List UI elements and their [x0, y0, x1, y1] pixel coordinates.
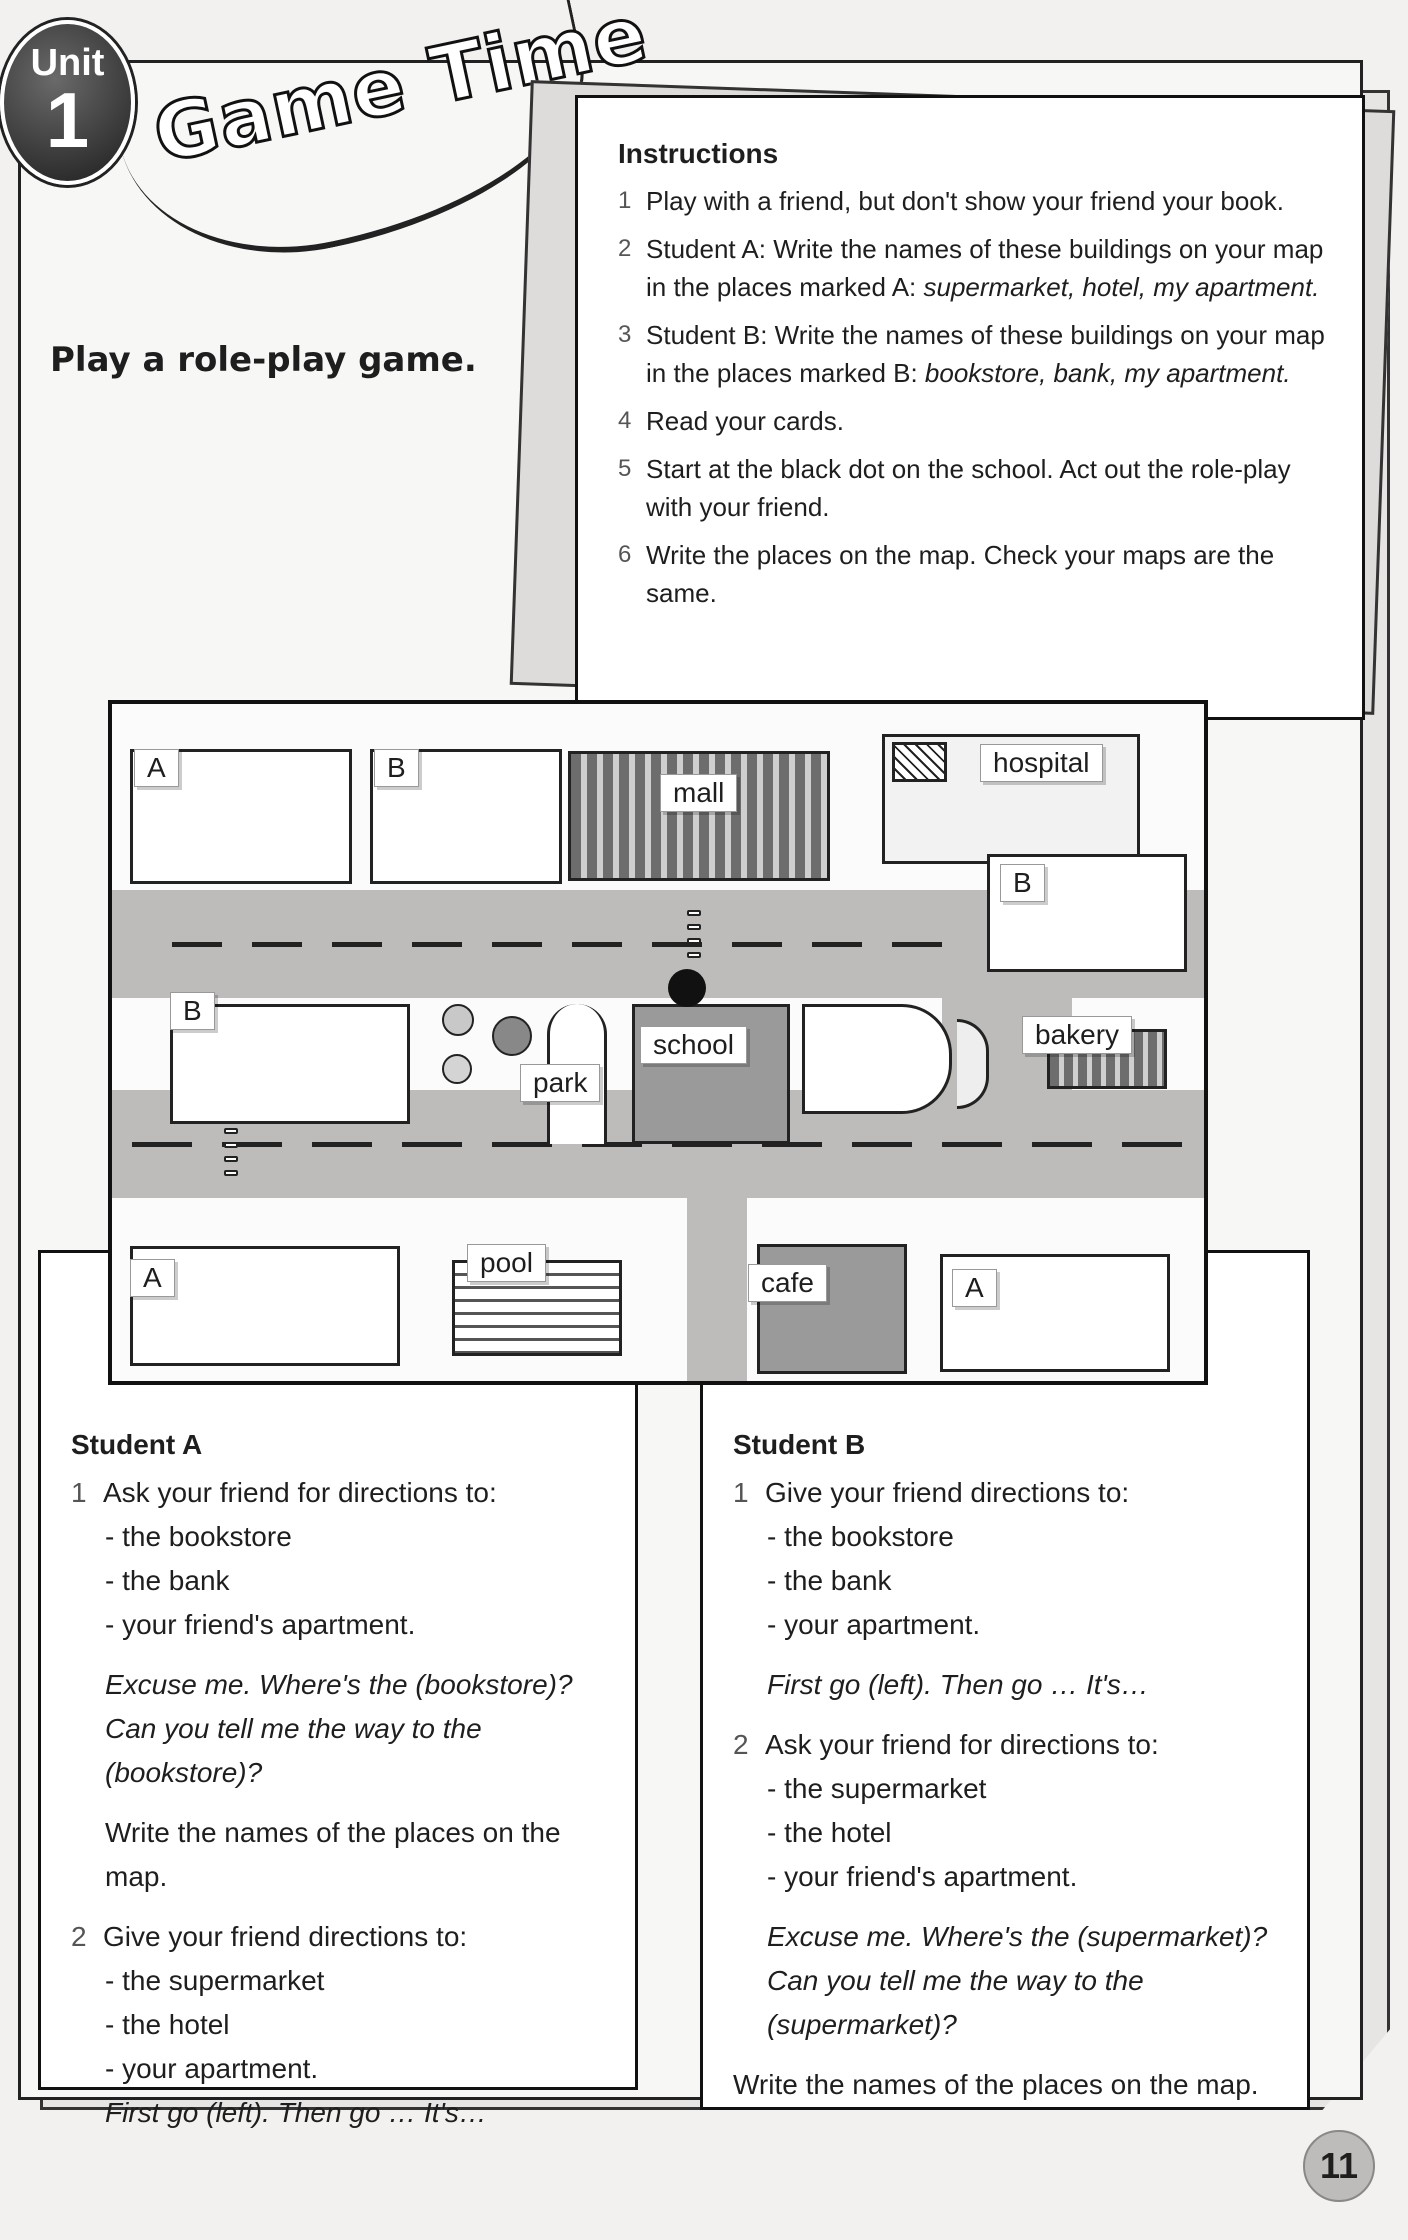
- student-a-title: Student A: [71, 1429, 203, 1460]
- mall-building: [568, 751, 830, 881]
- start-dot: [668, 969, 706, 1007]
- road-side: [687, 1198, 747, 1381]
- lot-label-a2: A: [130, 1259, 175, 1297]
- example-phrase: Can you tell me the way to the (supermar…: [767, 1965, 1144, 2040]
- instruction-item: 2 Student A: Write the names of these bu…: [618, 230, 1332, 306]
- instructions-panel: Instructions 1 Play with a friend, but d…: [575, 95, 1365, 720]
- umbrella-icon: [492, 1016, 532, 1056]
- instruction-text: Start at the black dot on the school. Ac…: [646, 454, 1291, 522]
- instruction-number: 1: [618, 187, 632, 214]
- instruction-text: Play with a friend, but don't show your …: [646, 186, 1284, 216]
- instruction-text: Student A: Write the names of these buil…: [646, 230, 1332, 306]
- instruction-number: 4: [618, 407, 632, 434]
- tree-icon: [442, 1054, 472, 1084]
- crosswalk-mark: [687, 952, 701, 958]
- task-number: 1: [733, 1477, 749, 1508]
- town-map: A B mall hospital B B park school bakery…: [108, 700, 1208, 1385]
- instruction-number: 5: [618, 455, 632, 482]
- bakery-label: bakery: [1022, 1016, 1133, 1054]
- instruction-text-main: Student B: Write the names of these buil…: [646, 320, 1325, 388]
- task-text: Ask your friend for directions to:: [765, 1729, 1159, 1760]
- task-number: 1: [71, 1477, 87, 1508]
- page-subtitle: Play a role-play game.: [50, 340, 477, 380]
- instruction-item: 3 Student B: Write the names of these bu…: [618, 316, 1332, 392]
- student-b-card: Student B 1 Give your friend directions …: [700, 1250, 1310, 2110]
- crosswalk-mark: [687, 924, 701, 930]
- hospital-label: hospital: [980, 744, 1103, 782]
- cafe-label: cafe: [748, 1264, 827, 1302]
- list-item: - the bookstore: [105, 1521, 292, 1552]
- lane-dashes-bottom: [132, 1142, 1204, 1147]
- task-text: Ask your friend for directions to:: [103, 1477, 497, 1508]
- instruction-item: 6 Write the places on the map. Check you…: [618, 536, 1332, 612]
- instruction-item: 5 Start at the black dot on the school. …: [618, 450, 1332, 526]
- instruction-text-main: Student A: Write the names of these buil…: [646, 234, 1324, 302]
- list-item: - your friend's apartment.: [767, 1861, 1078, 1892]
- task-number: 2: [71, 1921, 87, 1952]
- crosswalk-mark: [224, 1170, 238, 1176]
- example-phrase: Excuse me. Where's the (supermarket)?: [767, 1921, 1268, 1952]
- write-instruction: Write the names of the places on the map…: [733, 2069, 1259, 2100]
- unit-number: 1: [45, 76, 90, 164]
- student-b-task-1: 1 Give your friend directions to:: [733, 1471, 1287, 1515]
- write-instruction: Write the names of the places on the map…: [105, 1817, 561, 1892]
- list-item: - the hotel: [767, 1817, 892, 1848]
- lot-label-b3: B: [170, 992, 215, 1030]
- instructions-heading: Instructions: [618, 138, 779, 169]
- school-label: school: [640, 1026, 747, 1064]
- task-text: Give your friend directions to:: [765, 1477, 1130, 1508]
- instruction-item: 1 Play with a friend, but don't show you…: [618, 182, 1332, 220]
- list-item: - your friend's apartment.: [105, 1609, 416, 1640]
- crosswalk-mark: [224, 1142, 238, 1148]
- crosswalk-mark: [224, 1128, 238, 1134]
- student-b-title: Student B: [733, 1429, 866, 1460]
- example-phrase: Can you tell me the way to the (bookstor…: [105, 1713, 482, 1788]
- list-item: - the supermarket: [105, 1965, 325, 1996]
- list-item: - the bookstore: [767, 1521, 954, 1552]
- list-item: - the bank: [767, 1565, 892, 1596]
- list-item: - your apartment.: [105, 2053, 319, 2084]
- instruction-number: 6: [618, 541, 632, 568]
- tree-icon: [442, 1004, 474, 1036]
- crosswalk-mark: [224, 1156, 238, 1162]
- page-number: 11: [1303, 2130, 1375, 2202]
- instruction-text-italic: bookstore, bank, my apartment.: [924, 358, 1291, 388]
- lane-dashes-top: [172, 942, 952, 947]
- instruction-item: 4 Read your cards.: [618, 402, 1332, 440]
- instruction-number: 3: [618, 321, 632, 348]
- lot-label-a3: A: [952, 1269, 997, 1307]
- plaza: [802, 1004, 952, 1114]
- lot-label-a1: A: [134, 749, 179, 787]
- hospital-window-icon: [892, 742, 947, 782]
- unit-label: Unit: [30, 42, 105, 84]
- instruction-number: 2: [618, 235, 632, 262]
- example-phrase: First go (left). Then go … It's…: [767, 1669, 1149, 1700]
- pool-label: pool: [467, 1244, 546, 1282]
- task-text: Give your friend directions to:: [103, 1921, 468, 1952]
- list-item: - the hotel: [105, 2009, 230, 2040]
- instruction-text: Student B: Write the names of these buil…: [646, 316, 1332, 392]
- park-label: park: [520, 1064, 601, 1102]
- lot-label-b2: B: [1000, 864, 1045, 902]
- unit-badge: Unit 1: [0, 20, 135, 185]
- task-number: 2: [733, 1729, 749, 1760]
- instruction-text: Write the places on the map. Check your …: [646, 540, 1275, 608]
- list-item: - the supermarket: [767, 1773, 987, 1804]
- crosswalk-mark: [687, 910, 701, 916]
- crosswalk-mark: [687, 938, 701, 944]
- mall-label: mall: [660, 774, 738, 812]
- list-item: - your apartment.: [767, 1609, 981, 1640]
- student-a-task-2: 2 Give your friend directions to:: [71, 1915, 615, 1959]
- instruction-text-italic: supermarket, hotel, my apartment.: [923, 272, 1320, 302]
- example-phrase: Excuse me. Where's the (bookstore)?: [105, 1669, 573, 1700]
- instruction-text: Read your cards.: [646, 406, 844, 436]
- student-b-task-2: 2 Ask your friend for directions to:: [733, 1723, 1287, 1767]
- student-a-card: Student A 1 Ask your friend for directio…: [38, 1250, 638, 2128]
- student-a-task-1: 1 Ask your friend for directions to:: [71, 1471, 615, 1515]
- example-phrase: First go (left). Then go … It's…: [105, 2097, 487, 2128]
- school-building: [632, 1004, 790, 1144]
- list-item: - the bank: [105, 1565, 230, 1596]
- lot-a2: [130, 1246, 400, 1366]
- lot-label-b1: B: [374, 749, 419, 787]
